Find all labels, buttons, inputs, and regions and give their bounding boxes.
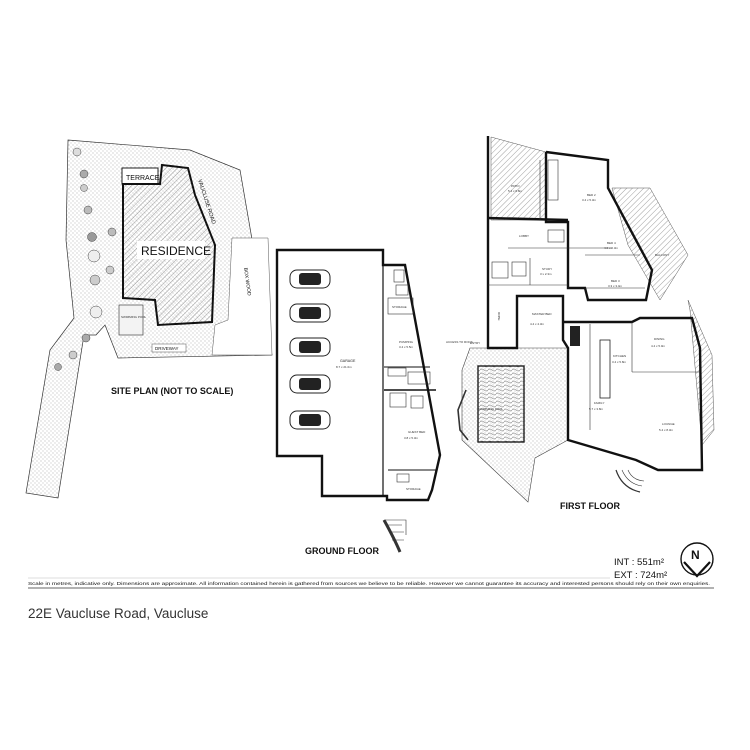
storage-bottom-label: STORAGE — [406, 487, 421, 491]
ext-area: EXT : 724m² — [614, 570, 667, 581]
disclaimer: Scale in metres, indicative only. Dimens… — [28, 581, 710, 586]
pool-stair — [457, 389, 469, 441]
bed2-dim: 3.4 x 5.3m — [582, 198, 597, 202]
guest-bed-label: GUEST BED — [408, 430, 426, 434]
patio-label: PATIO — [511, 184, 520, 188]
ground-floor-plan: GARAGE 8.7 x 21.0m STORAGE PUMPING 3.4 x… — [275, 248, 473, 556]
first-floor-partitions — [488, 160, 700, 430]
balcony-area — [611, 187, 689, 301]
lounge-dim: 5.4 x 8.3m — [659, 428, 674, 432]
dining-label: DINING — [654, 337, 665, 341]
kitchen-label: KITCHEN — [613, 354, 626, 358]
lounge-label: LOUNGE — [662, 422, 675, 426]
bed4-dim: 4.6 x 2.3m — [604, 246, 619, 250]
first-floor-outline — [486, 136, 704, 472]
legend: INT : 551m² EXT : 724m² N Scale in metre… — [28, 542, 714, 589]
access-label: ACCESS TO ROOF — [446, 340, 473, 344]
site-pool-label: SWIMMING POOL — [121, 315, 146, 319]
lobby-label: LOBBY — [519, 234, 529, 238]
garage-label: GARAGE — [340, 359, 356, 363]
bed3-dim: 3.3 x 3.4m — [608, 284, 623, 288]
pumping-label: PUMPING — [399, 340, 414, 344]
first-floor-title: FIRST FLOOR — [560, 501, 620, 511]
patio-dim: 5.4 x 6.8m — [508, 189, 523, 193]
family-dim: 5.7 x 3.8m — [589, 407, 604, 411]
master-bed-label: MASTER BED — [532, 312, 552, 316]
kitchen-dim: 3.4 x 5.8m — [612, 360, 627, 364]
site-lot-boundary — [25, 139, 273, 499]
site-plan-title: SITE PLAN (NOT TO SCALE) — [111, 386, 233, 396]
site-residence-label: RESIDENCE — [141, 244, 211, 258]
entry-label: ENTRY — [470, 341, 480, 345]
int-area: INT : 551m² — [614, 557, 664, 568]
bed2-label: BED 2 — [587, 193, 596, 197]
guest-bed-dim: 3.8 x 5.3m — [404, 436, 419, 440]
storage-top-room — [387, 297, 414, 315]
pool-label: SWIMMING POOL — [478, 407, 503, 411]
garage-dim: 8.7 x 21.0m — [336, 365, 352, 369]
site-plan: TERRACE RESIDENCE SWIMMING POOL DRIVEWAY… — [25, 139, 273, 499]
north-letter: N — [691, 548, 700, 562]
pumping-dim: 3.4 x 5.5m — [399, 345, 414, 349]
site-trees — [54, 147, 117, 371]
site-terrace-label: TERRACE — [126, 175, 160, 182]
storage-top-label: STORAGE — [392, 305, 407, 309]
site-driveway-strip — [211, 237, 273, 356]
pool — [477, 365, 525, 443]
balcony-label: BALCONY — [655, 253, 669, 257]
site-pool — [118, 304, 144, 336]
dining-dim: 4.4 x 5.0m — [651, 344, 666, 348]
site-driveway-label: DRIVEWAY — [155, 346, 179, 351]
patio-area — [490, 136, 547, 221]
entry-stair — [382, 519, 407, 553]
ground-floor-title: GROUND FLOOR — [305, 546, 379, 556]
property-address: 22E Vaucluse Road, Vaucluse — [28, 606, 209, 621]
bed4-label: BED 4 — [607, 241, 616, 245]
bed3-label: BED 3 — [611, 279, 620, 283]
study-label: STUDY — [542, 267, 552, 271]
lounge-stair — [615, 469, 645, 493]
site-street2-label: BOX WOOD — [242, 267, 252, 296]
study-dim: 3 x 2.3m — [540, 272, 552, 276]
first-floor-plan: SWIMMING POOL PATIO 5.4 x 6.8m BED 2 — [457, 136, 715, 511]
north-arrow-icon: N — [680, 542, 714, 578]
master-bed-dim: 4.4 x 4.3m — [530, 322, 545, 326]
garage-cars — [289, 269, 331, 430]
family-label: FAMILY — [594, 401, 604, 405]
robe-label: ROBE — [497, 312, 501, 321]
guest-bath — [389, 392, 407, 408]
